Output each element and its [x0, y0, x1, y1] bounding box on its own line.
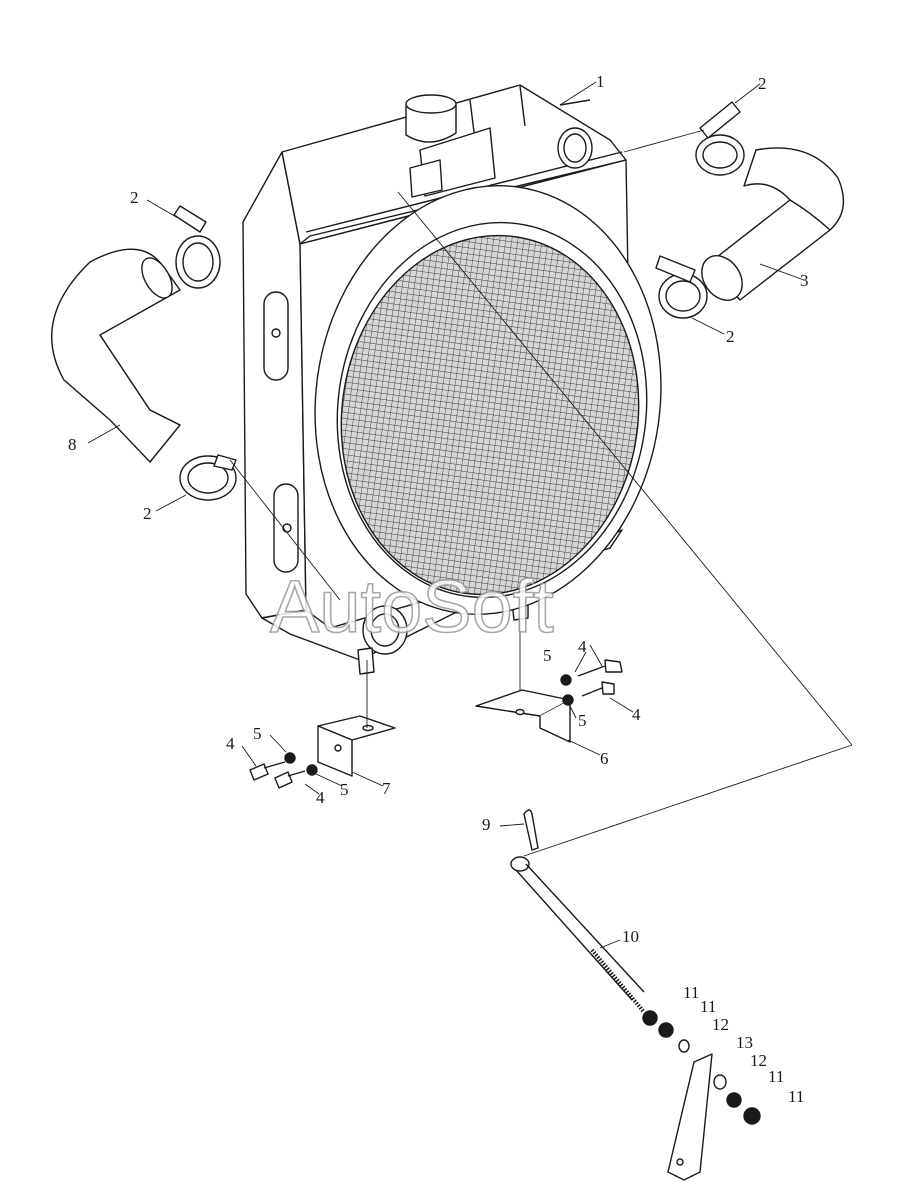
- cotter-pin: [523, 809, 539, 851]
- callout-4: 4: [578, 637, 587, 656]
- callout-labels: 1 2 2 2 2 3 4 4 4 4 5 5 5 5 6 7 8 9 10 1…: [68, 72, 809, 1106]
- callout-leaders: [87, 81, 805, 949]
- lower-radiator-hose: [51, 248, 181, 463]
- callout-2: 2: [143, 504, 152, 523]
- callout-5: 5: [340, 780, 349, 799]
- watermark: AutoSoft: [270, 565, 554, 648]
- callout-12: 12: [712, 1015, 729, 1034]
- upper-outlet-pipe: [557, 127, 593, 169]
- mount-bracket-left: [317, 715, 396, 777]
- callout-3: 3: [800, 271, 809, 290]
- callout-11: 11: [700, 997, 716, 1016]
- mount-bracket-right: [475, 689, 571, 743]
- hose-clamp-bottom-right: [655, 255, 708, 319]
- fan-shroud: [314, 185, 662, 615]
- callout-11: 11: [768, 1067, 784, 1086]
- bolts-left-bracket: [249, 752, 318, 789]
- rod-bracket: [667, 1053, 713, 1181]
- callout-4: 4: [316, 788, 325, 807]
- callout-6: 6: [600, 749, 609, 768]
- callout-2: 2: [130, 188, 139, 207]
- callout-4: 4: [632, 705, 641, 724]
- callout-10: 10: [622, 927, 639, 946]
- callout-2: 2: [726, 327, 735, 346]
- callout-12: 12: [750, 1051, 767, 1070]
- bolts-right-bracket: [560, 659, 623, 706]
- support-rod: [510, 856, 646, 1014]
- hose-clamp-top-left: [173, 205, 221, 289]
- upper-radiator-hose: [701, 147, 845, 301]
- callout-9: 9: [482, 815, 491, 834]
- callout-13: 13: [736, 1033, 753, 1052]
- hose-clamp-top-right: [695, 101, 745, 176]
- callout-5: 5: [578, 711, 587, 730]
- callout-1: 1: [596, 72, 605, 91]
- callout-8: 8: [68, 435, 77, 454]
- callout-7: 7: [382, 779, 391, 798]
- radiator-bottom-tank: [261, 529, 623, 661]
- callout-11: 11: [788, 1087, 804, 1106]
- callout-4: 4: [226, 734, 235, 753]
- callout-5: 5: [253, 724, 262, 743]
- assembly-lines: [229, 129, 853, 857]
- callout-2: 2: [758, 74, 767, 93]
- lower-outlet-pipe: [362, 605, 408, 655]
- top-mount-bracket: [409, 159, 443, 198]
- callout-11: 11: [683, 983, 699, 1002]
- rod-nuts-washers: [642, 1010, 761, 1125]
- callout-5: 5: [543, 646, 552, 665]
- filler-cap: [405, 94, 457, 143]
- hose-clamp-bottom-left: [179, 454, 237, 501]
